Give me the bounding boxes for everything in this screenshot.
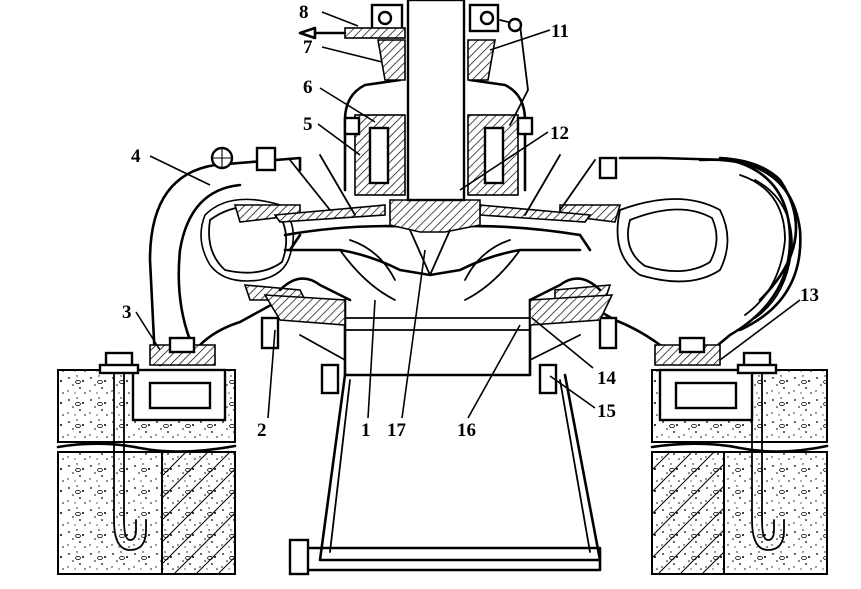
label-5: 5 — [303, 114, 313, 135]
label-17: 17 — [387, 420, 407, 441]
label-8: 8 — [299, 2, 309, 23]
label-15: 15 — [597, 401, 616, 422]
label-1: 1 — [361, 420, 371, 441]
label-6: 6 — [303, 77, 313, 98]
shaft-and-bearing — [298, 0, 534, 202]
left-foundation — [56, 351, 237, 575]
right-foundation — [650, 351, 829, 575]
runner — [283, 199, 592, 301]
label-14: 14 — [597, 368, 617, 389]
leader-lines — [135, 11, 801, 419]
label-11: 11 — [551, 21, 569, 42]
label-2: 2 — [257, 420, 267, 441]
draft-tube — [260, 277, 618, 576]
part-labels: 8 7 6 5 4 3 2 1 17 16 11 12 13 14 15 — [122, 2, 819, 441]
label-7: 7 — [303, 37, 313, 58]
label-12: 12 — [550, 123, 569, 144]
label-4: 4 — [131, 146, 141, 167]
label-3: 3 — [122, 302, 132, 323]
label-16: 16 — [457, 420, 476, 441]
label-13: 13 — [800, 285, 819, 306]
